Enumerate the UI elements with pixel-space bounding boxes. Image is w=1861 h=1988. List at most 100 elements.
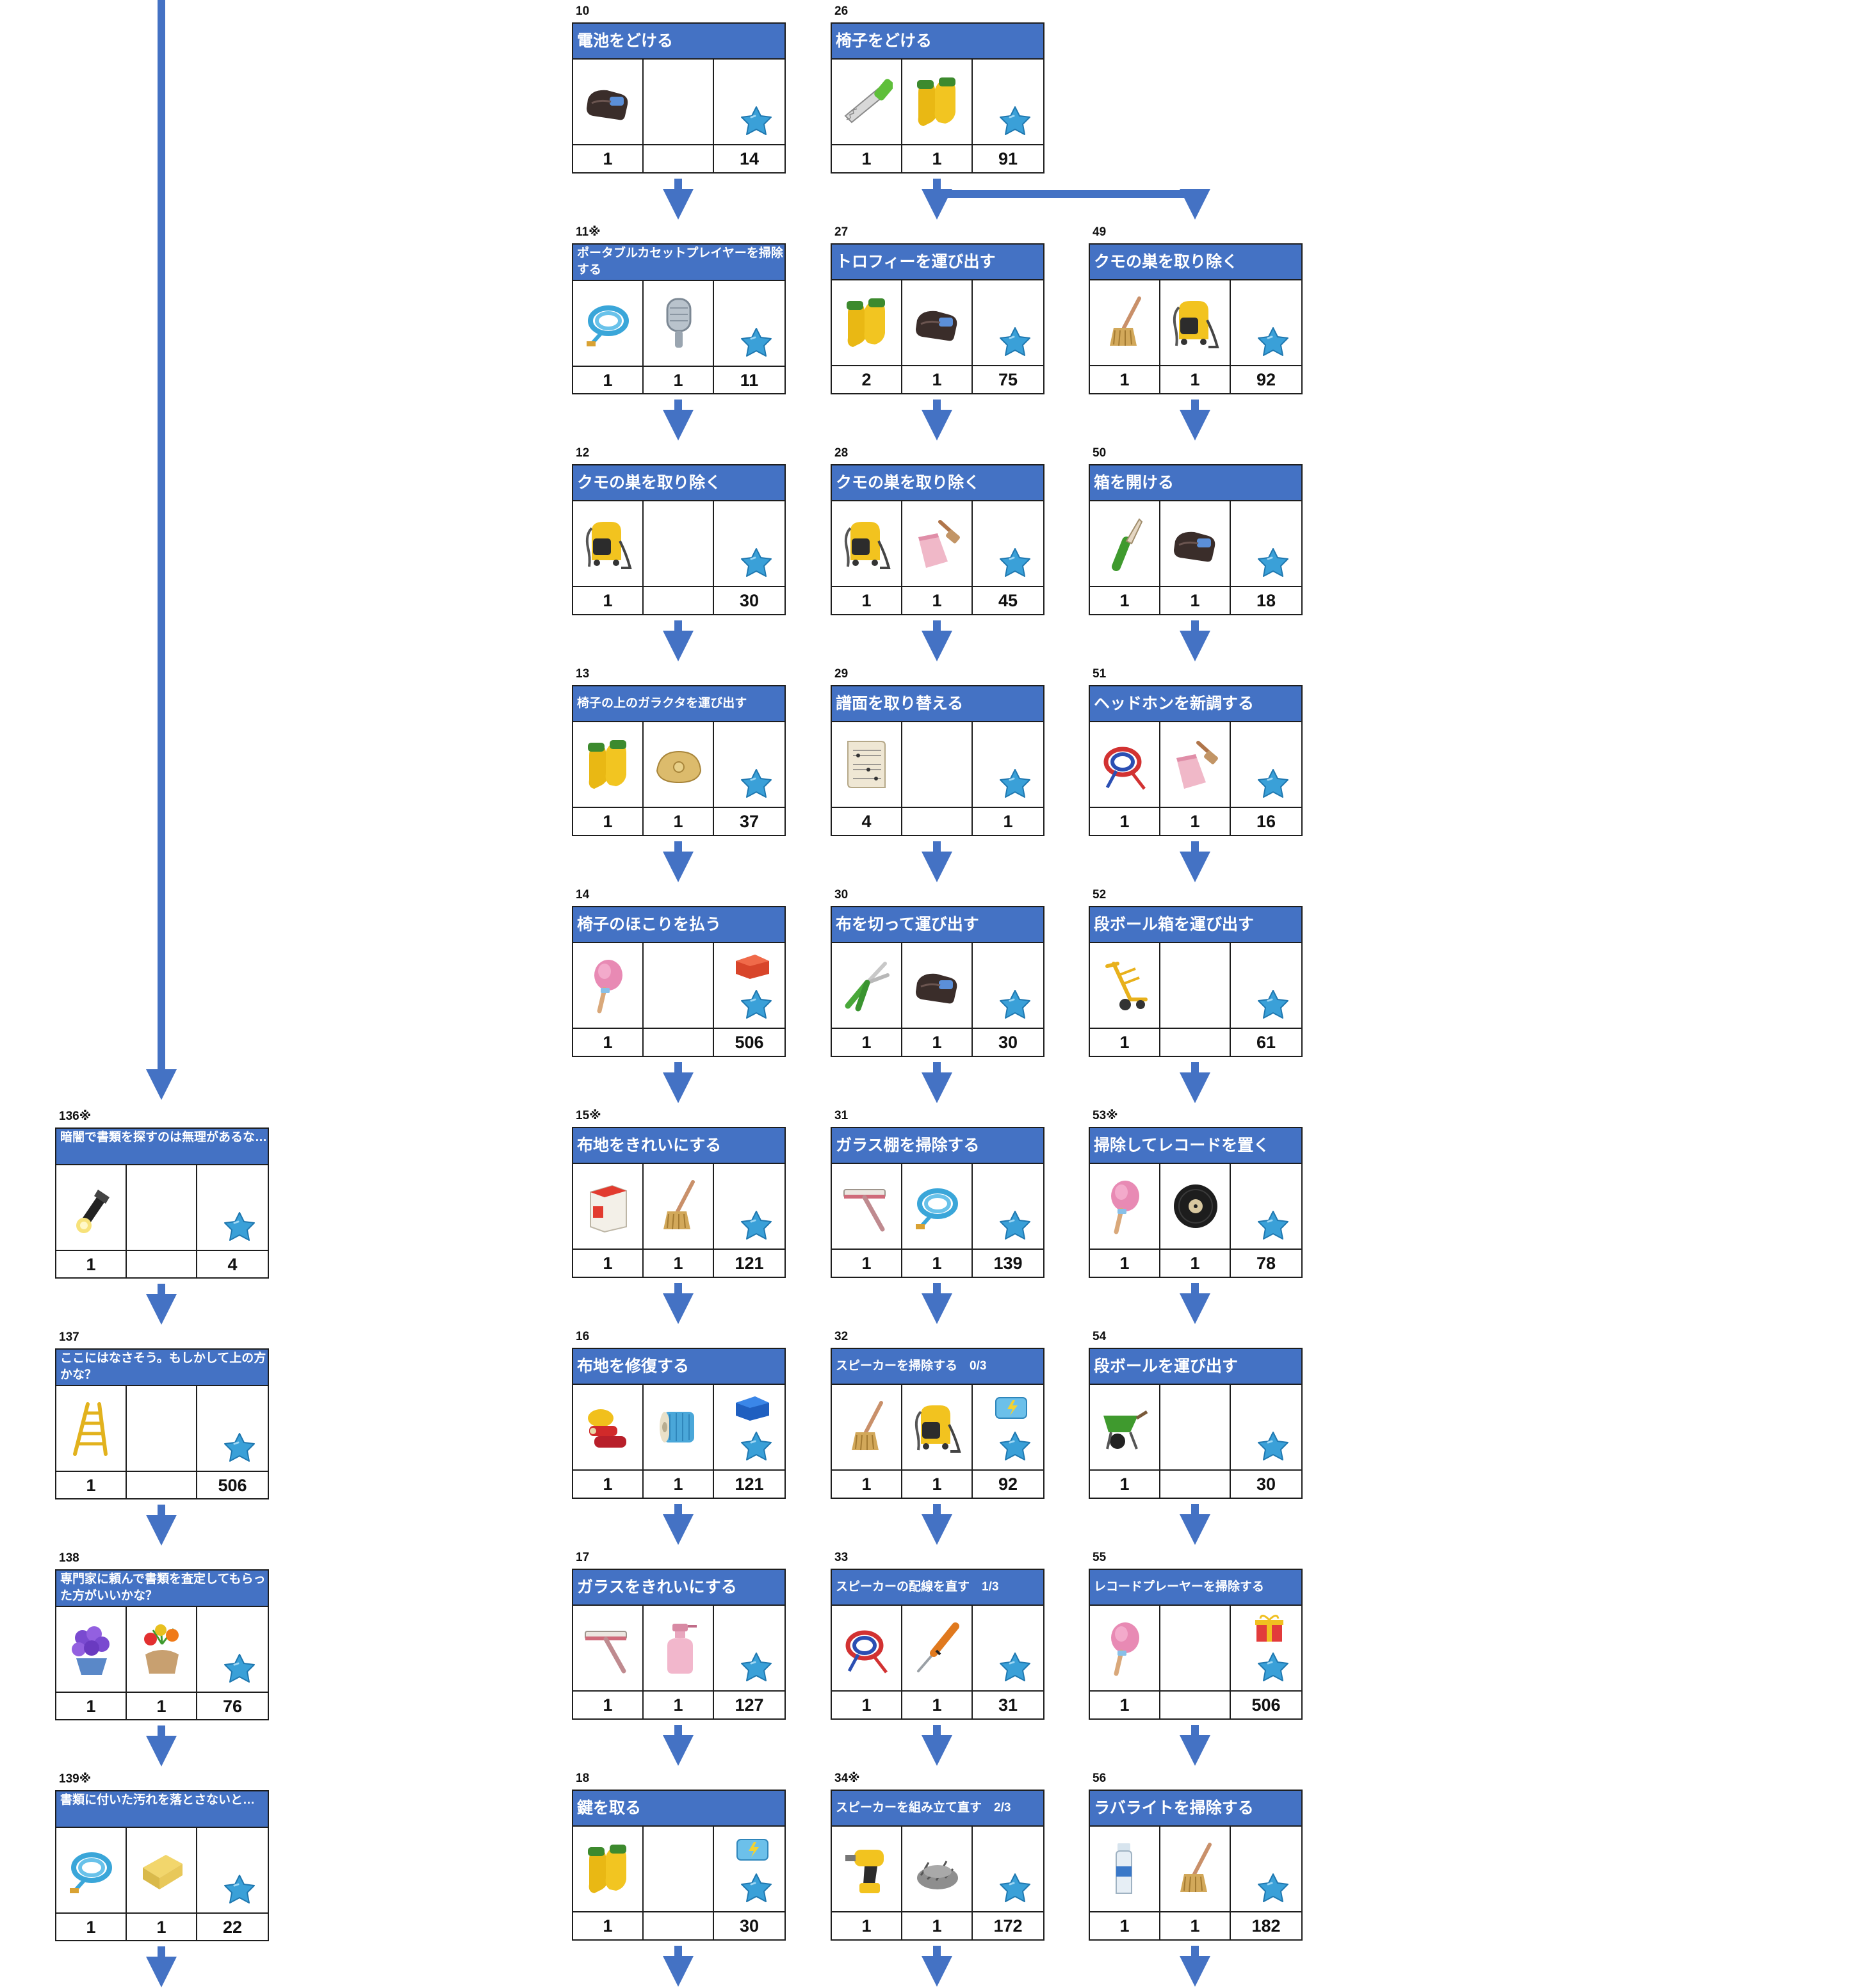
quest-title: 段ボールを運び出す	[1090, 1349, 1301, 1385]
reward-value: 4	[227, 1255, 238, 1274]
blue-star-icon	[222, 1652, 257, 1688]
quest-number: 54	[1093, 1330, 1107, 1343]
quest-title: 掃除してレコードを置く	[1090, 1128, 1301, 1164]
reward-value: 139	[993, 1254, 1023, 1273]
blue-star-icon	[222, 1431, 257, 1467]
feather-duster-icon	[1100, 1178, 1151, 1234]
item-slot	[1160, 943, 1231, 1028]
quest-title: スピーカーを掃除する 0/3	[832, 1349, 1043, 1385]
work-glove-icon	[912, 957, 963, 1014]
item-quantity: 1	[1090, 1250, 1160, 1277]
quest-number: 15※	[576, 1109, 601, 1122]
reward-slot	[714, 281, 784, 366]
blue-star-icon	[997, 988, 1033, 1024]
screwdriver-icon	[912, 1620, 963, 1676]
item-quantity: 1	[902, 145, 973, 172]
reward-value: 31	[998, 1695, 1018, 1715]
work-glove-icon	[583, 74, 634, 130]
item-quantity: 1	[644, 1692, 714, 1718]
item-quantity: 1	[832, 145, 902, 172]
item-quantity: 1	[1090, 587, 1160, 614]
item-slot	[644, 943, 714, 1028]
quest-title: 譜面を取り替える	[832, 686, 1043, 722]
purple-flower-pot-icon	[66, 1621, 117, 1677]
reward-value: 78	[1256, 1254, 1276, 1273]
item-slot	[902, 501, 973, 586]
microphone-icon	[653, 295, 704, 352]
item-quantity	[1160, 1029, 1231, 1056]
item-slot	[573, 943, 644, 1028]
item-row	[832, 1164, 1043, 1250]
reward-slot	[973, 501, 1043, 586]
reward-value: 30	[739, 1916, 760, 1935]
item-slot	[127, 1165, 197, 1250]
quest-number: 11※	[576, 225, 601, 239]
reward-value: 121	[735, 1475, 764, 1494]
reward-slot	[1231, 943, 1301, 1028]
item-quantity	[127, 1472, 197, 1499]
screws-icon	[912, 1841, 963, 1897]
reward-slot	[973, 1385, 1043, 1469]
blue-star-icon	[997, 1430, 1033, 1466]
item-quantity: 1	[902, 1912, 973, 1939]
quest-title: ガラスをきれいにする	[573, 1570, 784, 1606]
blue-star-icon	[738, 1871, 774, 1907]
reward-slot	[1231, 280, 1301, 365]
ladder-icon	[66, 1400, 117, 1457]
hose-icon	[583, 295, 634, 352]
item-quantity: 1	[902, 1250, 973, 1277]
sandbag-icon	[653, 736, 704, 793]
quest-number: 55	[1093, 1551, 1107, 1564]
blue-star-icon	[997, 767, 1033, 803]
quest-title: 椅子をどける	[832, 24, 1043, 60]
spray-bottle-icon	[653, 1620, 704, 1676]
item-slot	[573, 60, 644, 144]
item-row	[1090, 1827, 1301, 1912]
item-slot	[902, 943, 973, 1028]
quest-number: 32	[834, 1330, 849, 1343]
blue-star-icon	[738, 1651, 774, 1686]
blue-star-icon	[738, 1430, 774, 1466]
item-slot	[56, 1165, 127, 1250]
blue-star-icon	[738, 104, 774, 140]
work-glove-icon	[1170, 515, 1221, 572]
reward-value: 92	[1256, 370, 1276, 389]
quest-number: 30	[834, 888, 849, 901]
item-quantity: 1	[127, 1693, 197, 1720]
reward-value: 37	[739, 812, 760, 831]
rubber-gloves-icon	[841, 295, 893, 351]
item-row	[573, 60, 784, 145]
hose-icon	[912, 1178, 963, 1234]
dustpan-brush-icon	[912, 515, 963, 572]
quest-title: 椅子のほこりを払う	[573, 907, 784, 943]
item-slot	[832, 1164, 902, 1249]
reward-slot	[714, 1164, 784, 1249]
quest-title: 椅子の上のガラクタを運び出す	[573, 686, 784, 722]
item-row	[573, 1827, 784, 1912]
reward-slot	[1231, 1827, 1301, 1911]
reward-value: 30	[998, 1033, 1018, 1052]
quest-number: 16	[576, 1330, 590, 1343]
quest-title: スピーカーを組み立て直す 2/3	[832, 1791, 1043, 1827]
item-row	[832, 501, 1043, 587]
item-quantity: 1	[902, 587, 973, 614]
blue-star-icon	[1255, 767, 1291, 803]
quest-number: 31	[834, 1109, 849, 1122]
item-row	[56, 1828, 268, 1914]
blue-star-icon	[1255, 988, 1291, 1024]
reward-slot	[714, 943, 784, 1028]
reward-slot	[973, 60, 1043, 144]
reward-slot	[973, 1164, 1043, 1249]
